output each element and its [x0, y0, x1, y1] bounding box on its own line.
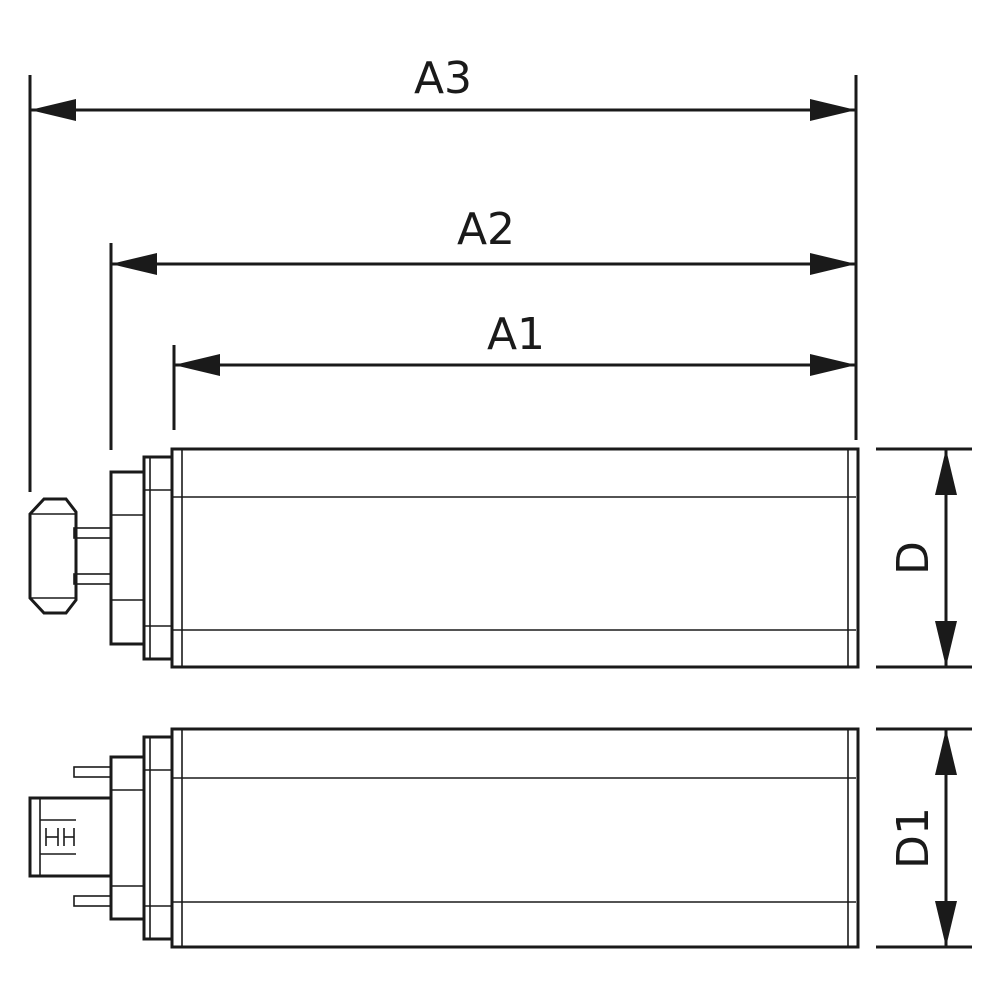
- dimension-a3: A3: [28, 53, 858, 492]
- dimension-a1: A1: [172, 309, 856, 430]
- d1-label: D1: [888, 807, 939, 869]
- a2-label: A2: [457, 204, 515, 255]
- arrowhead-left: [30, 99, 76, 121]
- pin: [73, 527, 112, 539]
- pin: [73, 573, 112, 585]
- d-label: D: [888, 541, 939, 575]
- base-collar: [142, 455, 174, 661]
- tube-body: [170, 447, 860, 669]
- plug-key-slots: [45, 828, 75, 846]
- base-body: [109, 755, 146, 921]
- arrowhead-up: [935, 729, 957, 775]
- dimension-d1: D1: [876, 727, 972, 949]
- base-body: [109, 470, 146, 646]
- arrowhead-down: [935, 621, 957, 667]
- a3-label: A3: [414, 53, 472, 104]
- a1-label: A1: [487, 309, 545, 360]
- lamp-top-view: [28, 447, 860, 669]
- arrowhead-right: [810, 99, 856, 121]
- arrowhead-left: [111, 253, 157, 275]
- arrowhead-down: [935, 901, 957, 947]
- dimension-a2: A2: [109, 110, 858, 450]
- arrowhead-right: [810, 253, 856, 275]
- pin: [73, 895, 112, 907]
- pin: [73, 766, 112, 778]
- arrowhead-up: [935, 449, 957, 495]
- tube-body: [170, 727, 860, 949]
- lamp-bottom-view: [28, 727, 860, 949]
- base-collar: [142, 735, 174, 941]
- connector-plug: [28, 497, 78, 615]
- connector-plug: [28, 796, 113, 878]
- dimension-d: D: [876, 447, 972, 669]
- arrowhead-left: [174, 354, 220, 376]
- arrowhead-right: [810, 354, 856, 376]
